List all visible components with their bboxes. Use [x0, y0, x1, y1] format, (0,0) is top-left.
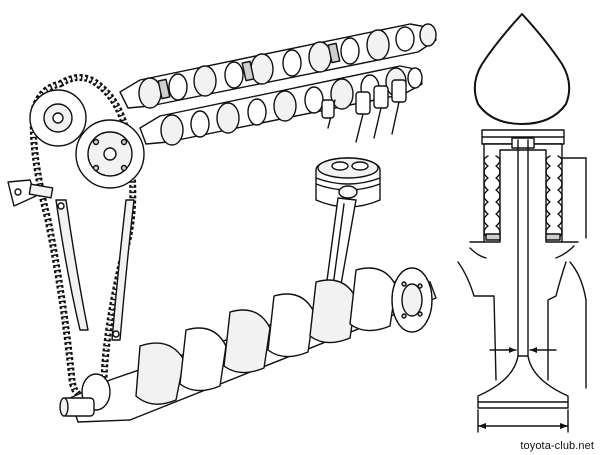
valve: [477, 137, 569, 409]
chain-tensioner: [7, 179, 54, 207]
valve-section-illustration: [457, 13, 587, 433]
chain-guides: [55, 199, 135, 341]
watermark-text: toyota-club.net: [520, 440, 594, 452]
cam-lobe-profile: [473, 13, 571, 125]
cylinder-head-outline: [457, 245, 587, 389]
upper-camshaft-journals: [157, 42, 341, 100]
timing-chain: [29, 74, 137, 402]
engine-assembly-illustration: [7, 23, 437, 423]
stem-diameter-dimension: [489, 347, 557, 353]
valves-and-tappets: [321, 79, 407, 143]
crankshaft-sprocket-nose: [59, 373, 111, 417]
camshaft-sprockets: [29, 89, 145, 189]
head-diameter-dimension: [477, 409, 569, 433]
piston: [315, 157, 381, 208]
crankshaft: [59, 267, 437, 423]
valve-spring: [483, 155, 563, 241]
upper-camshaft: [119, 23, 437, 109]
crankshaft-pulley-flange: [391, 267, 433, 333]
upper-camshaft-lobes: [138, 23, 437, 109]
crankshaft-counterweights: [135, 267, 397, 405]
valve-spring-housing: [469, 129, 587, 243]
